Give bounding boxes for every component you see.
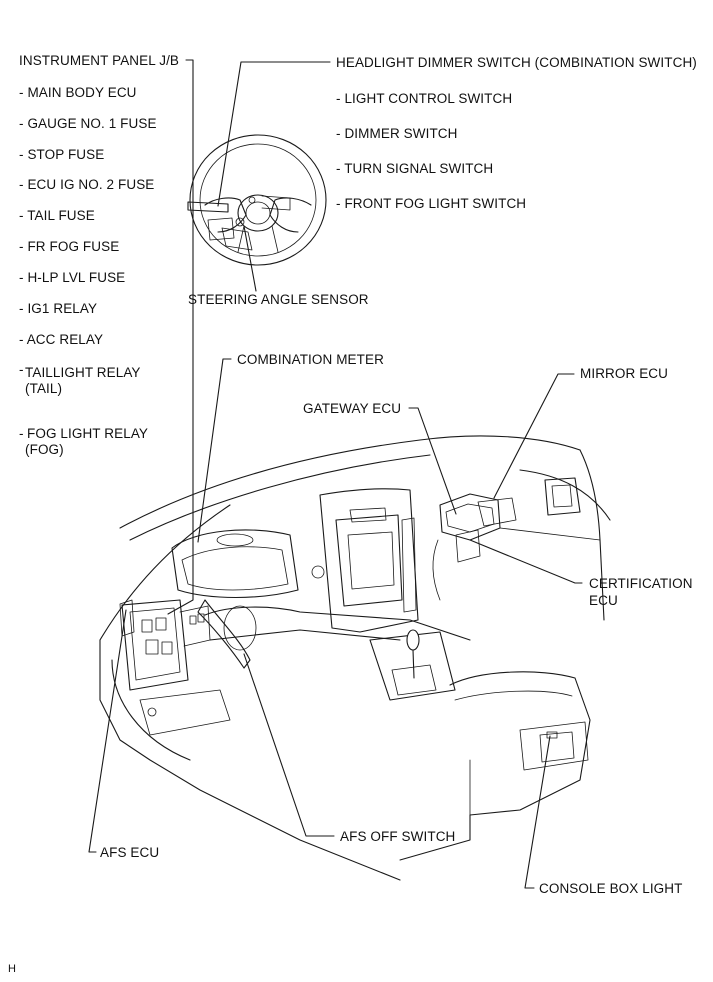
afs-ecu-label: AFS ECU bbox=[100, 845, 160, 860]
certification-ecu-label: CERTIFICATION bbox=[589, 576, 693, 591]
mirror-ecu-label: MIRROR ECU bbox=[580, 366, 668, 381]
leader-afs-ecu bbox=[88, 609, 127, 853]
jb-item-fr-fog-fuse: - FR FOG FUSE bbox=[19, 239, 120, 254]
jb-item-taillight-relay: TAILLIGHT RELAY bbox=[25, 365, 141, 380]
figure-code: H bbox=[8, 963, 17, 975]
leader-gateway-ecu bbox=[408, 407, 457, 515]
dashboard-illustration bbox=[99, 435, 611, 881]
console-box-light-label: CONSOLE BOX LIGHT bbox=[539, 881, 683, 896]
jb-item-ig1-relay: - IG1 RELAY bbox=[19, 301, 98, 316]
headlight-dimmer-switch-label: HEADLIGHT DIMMER SWITCH (COMBINATION SWI… bbox=[336, 55, 697, 70]
leader-steering-angle-sensor bbox=[243, 225, 257, 292]
switch-item-dimmer: - DIMMER SWITCH bbox=[336, 126, 458, 141]
instrument-panel-jb-label: INSTRUMENT PANEL J/B bbox=[19, 53, 180, 68]
jb-item-tail-fuse: - TAIL FUSE bbox=[19, 208, 95, 223]
switch-item-front-fog-light: - FRONT FOG LIGHT SWITCH bbox=[336, 196, 527, 211]
gateway-ecu-label: GATEWAY ECU bbox=[303, 401, 402, 416]
steering-angle-sensor-label: STEERING ANGLE SENSOR bbox=[188, 292, 369, 307]
jb-item-taillight-relay-tail: (TAIL) bbox=[25, 381, 63, 396]
jb-item-main-body-ecu: - MAIN BODY ECU bbox=[19, 85, 137, 100]
leader-console-box-light bbox=[524, 735, 551, 889]
combination-meter-label: COMBINATION METER bbox=[237, 352, 384, 367]
jb-item-acc-relay: - ACC RELAY bbox=[19, 332, 104, 347]
jb-item-taillight-relay-dash: - bbox=[19, 362, 24, 377]
jb-item-ecu-ig-no2-fuse: - ECU IG NO. 2 FUSE bbox=[19, 177, 155, 192]
leader-afs-off-switch bbox=[243, 653, 335, 837]
steering-wheel-illustration bbox=[187, 134, 327, 266]
jb-item-gauge-no1-fuse: - GAUGE NO. 1 FUSE bbox=[19, 116, 157, 131]
switch-item-turn-signal: - TURN SIGNAL SWITCH bbox=[336, 161, 494, 176]
leader-lines bbox=[88, 59, 583, 889]
jb-item-h-lp-lvl-fuse: - H-LP LVL FUSE bbox=[19, 270, 126, 285]
jb-item-fog-light-relay-fog: (FOG) bbox=[25, 442, 64, 457]
switch-item-light-control: - LIGHT CONTROL SWITCH bbox=[336, 91, 513, 106]
leader-mirror-ecu bbox=[493, 373, 575, 499]
leader-certification-ecu bbox=[469, 539, 583, 584]
jb-item-stop-fuse: - STOP FUSE bbox=[19, 147, 105, 162]
leader-headlight-dimmer-switch bbox=[217, 61, 331, 207]
certification-ecu-label-line2: ECU bbox=[589, 593, 618, 608]
leader-combination-meter bbox=[197, 358, 232, 543]
leader-instrument-panel-jb bbox=[167, 59, 194, 615]
jb-item-fog-light-relay-dash: - bbox=[19, 426, 24, 441]
jb-item-fog-light-relay: FOG LIGHT RELAY bbox=[27, 426, 149, 441]
afs-off-switch-label: AFS OFF SWITCH bbox=[340, 829, 456, 844]
